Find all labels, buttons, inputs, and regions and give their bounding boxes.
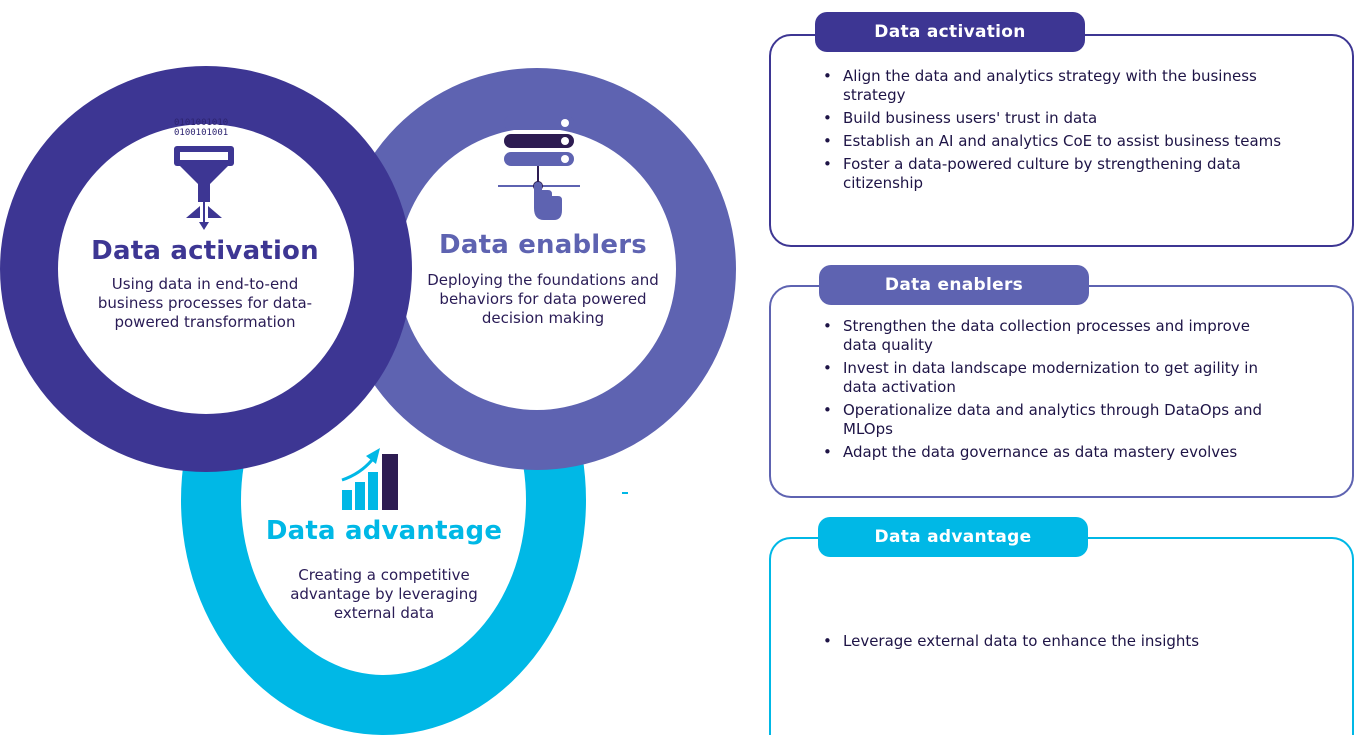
data-advantage-panel-header: Data advantage <box>818 517 1088 557</box>
list-item: Build business users' trust in data <box>818 109 1283 128</box>
server-touch-icon <box>498 116 580 220</box>
data-enablers-description: Deploying the foundations and behaviors … <box>427 271 659 327</box>
data-activation-description: Using data in end-to-end business proces… <box>97 275 313 331</box>
list-item: Strengthen the data collection processes… <box>818 317 1283 355</box>
growth-chart-icon <box>341 448 398 510</box>
list-item: Establish an AI and analytics CoE to ass… <box>818 132 1283 151</box>
data-enablers-title: Data enablers <box>439 230 647 260</box>
list-item: Foster a data-powered culture by strengt… <box>818 155 1283 193</box>
data-advantage-description: Creating a competitive advantage by leve… <box>290 566 478 622</box>
data-advantage-list: Leverage external data to enhance the in… <box>818 632 1283 655</box>
list-item: Invest in data landscape modernization t… <box>818 359 1283 397</box>
list-item: Operationalize data and analytics throug… <box>818 401 1283 439</box>
list-item: Align the data and analytics strategy wi… <box>818 67 1283 105</box>
binary-digits: 0101001010 0100101001 <box>174 118 228 138</box>
binary-line: 0101001010 <box>174 118 229 128</box>
list-item: Adapt the data governance as data master… <box>818 443 1283 462</box>
data-activation-list: Align the data and analytics strategy wi… <box>818 67 1283 197</box>
funnel-icon <box>174 146 234 230</box>
data-enablers-panel-header: Data enablers <box>819 265 1089 305</box>
data-activation-panel-header: Data activation <box>815 12 1085 52</box>
binary-line: 0100101001 <box>174 128 229 138</box>
data-enablers-list: Strengthen the data collection processes… <box>818 317 1283 466</box>
list-item: Leverage external data to enhance the in… <box>818 632 1283 651</box>
data-activation-title: Data activation <box>91 236 319 266</box>
data-advantage-title: Data advantage <box>265 516 503 546</box>
decorative-tick <box>622 492 628 494</box>
